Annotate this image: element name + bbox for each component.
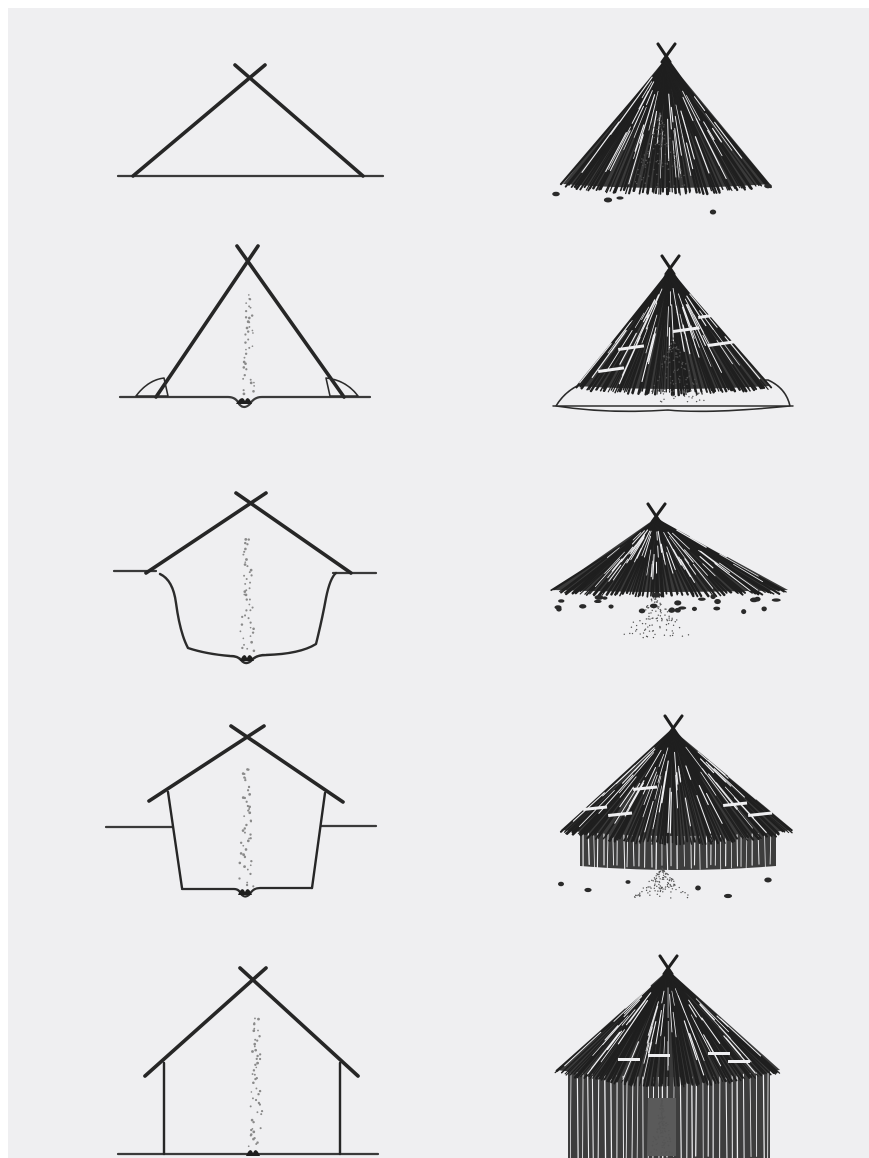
smoke-dots [238, 768, 254, 887]
elevation-row-5 [555, 956, 780, 1158]
elevation-row-1 [552, 44, 772, 215]
section-row-4 [106, 726, 376, 897]
illustration-sheet [8, 8, 869, 1158]
elevation-row-3 [551, 504, 788, 638]
section-row-5 [118, 968, 378, 1156]
section-row-3 [114, 493, 376, 663]
elevation-row-4 [558, 716, 793, 899]
section-row-1 [118, 65, 383, 176]
smoke-dots [240, 538, 256, 652]
smoke-dots [242, 294, 255, 395]
elevation-row-2 [553, 256, 793, 411]
section-row-2 [120, 246, 370, 407]
smoke-dots [248, 1017, 263, 1147]
hut-evolution-diagram [8, 8, 869, 1158]
